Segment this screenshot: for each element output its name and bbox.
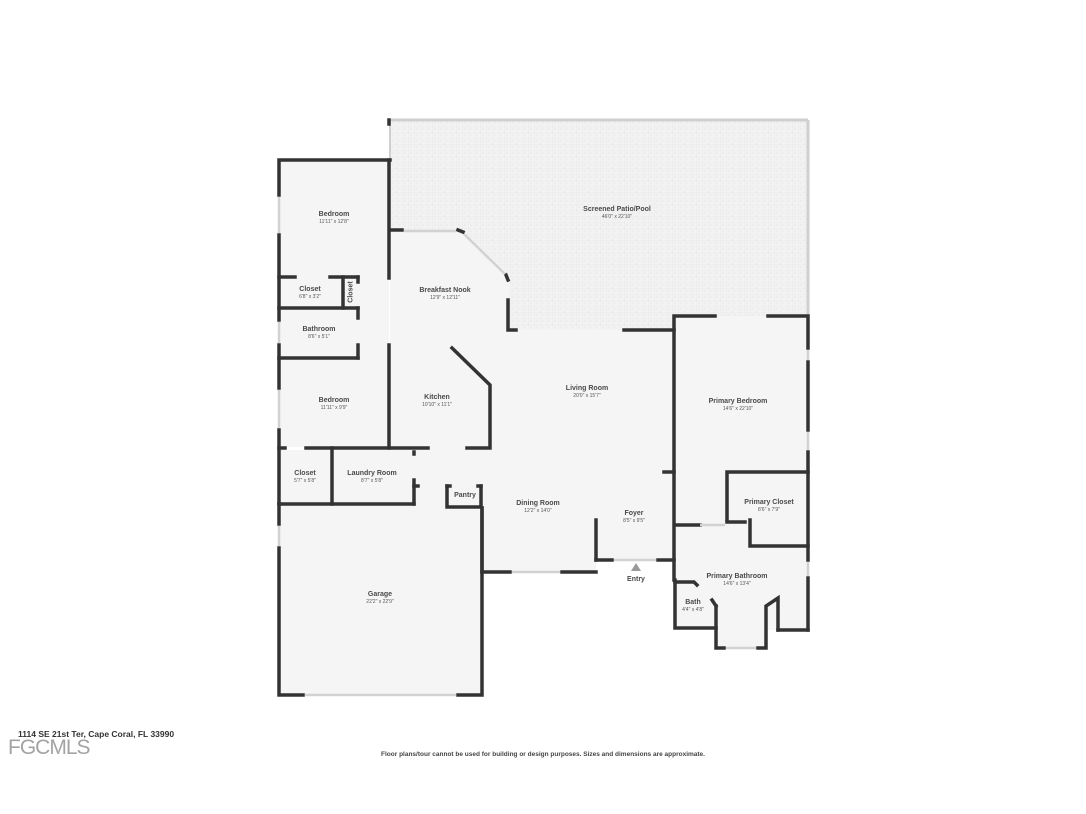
room-closet-1: Closet 6'8" x 3'2": [299, 285, 321, 301]
room-name: Primary Bedroom: [708, 398, 768, 405]
room-name: Bathroom: [302, 326, 336, 333]
room-patio: Screened Patio/Pool 46'0" x 22'10": [583, 205, 651, 221]
room-name: Bedroom: [318, 211, 350, 218]
room-garage: Garage 22'2" x 22'9": [366, 590, 393, 606]
room-bathroom: Bathroom 8'6" x 5'1": [302, 325, 335, 341]
room-dimensions: 14'6" x 13'4": [723, 581, 751, 587]
room-dimensions: 10'10" x 11'1": [422, 402, 452, 408]
room-primary-closet: Primary Closet 8'6" x 7'9": [744, 498, 793, 514]
room-name: Bath: [685, 599, 701, 606]
room-dimensions: 8'5" x 9'5": [623, 518, 645, 524]
room-name: Breakfast Nook: [419, 287, 471, 294]
room-closet-2: Closet 5'7" x 5'8": [294, 469, 316, 485]
entry-label: Entry: [627, 576, 645, 583]
room-dimensions: 46'0" x 22'10": [601, 214, 633, 220]
room-name: Living Room: [565, 385, 609, 392]
room-dimensions: 20'0" x 15'7": [573, 393, 601, 399]
room-dimensions: 12'2" x 14'0": [524, 508, 552, 514]
room-dimensions: 8'6" x 5'1": [308, 334, 330, 340]
room-dimensions: 6'8" x 3'2": [299, 294, 321, 300]
room-name: Primary Closet: [744, 499, 794, 506]
room-living: Living Room 20'0" x 15'7": [566, 384, 608, 400]
room-dimensions: 12'9" x 12'11": [430, 295, 460, 301]
room-dimensions: 11'11" x 9'9": [320, 405, 348, 411]
room-name: Foyer: [624, 510, 644, 517]
room-bedroom-2: Bedroom 11'11" x 9'9": [319, 396, 350, 412]
room-dimensions: 4'4" x 4'8": [682, 607, 704, 613]
room-dimensions: 5'7" x 5'8": [294, 478, 316, 484]
patio-area: [389, 118, 810, 330]
room-bath: Bath 4'4" x 4'8": [682, 598, 704, 614]
room-primary-bedroom: Primary Bedroom 14'6" x 22'10": [709, 397, 768, 413]
room-dining: Dining Room 12'2" x 14'0": [516, 499, 560, 515]
room-name: Bedroom: [318, 397, 350, 404]
room-pantry: Pantry: [454, 491, 476, 500]
room-name: Closet: [299, 286, 321, 293]
room-closet-small: Closet: [347, 281, 356, 302]
room-name: Garage: [367, 591, 393, 598]
room-dimensions: 8'7" x 5'8": [361, 478, 383, 484]
disclaimer-text: Floor plans/tour cannot be used for buil…: [381, 751, 705, 758]
room-bedroom-1: Bedroom 11'11" x 12'8": [319, 210, 350, 226]
room-kitchen: Kitchen 10'10" x 11'1": [422, 393, 452, 409]
room-dimensions: 22'2" x 22'9": [366, 599, 394, 605]
windows: [277, 197, 810, 697]
walls: [277, 118, 810, 697]
room-dimensions: 8'6" x 7'9": [758, 507, 780, 513]
property-address: 1114 SE 21st Ter, Cape Coral, FL 33990: [18, 729, 175, 739]
entry-arrow-icon: [631, 563, 641, 571]
room-name: Pantry: [454, 492, 476, 499]
room-name: Closet: [294, 470, 316, 477]
mls-watermark-logo: FGCMLS: [8, 736, 91, 759]
room-name: Screened Patio/Pool: [583, 206, 651, 213]
room-name: Dining Room: [516, 500, 560, 507]
room-name: Closet: [347, 281, 355, 303]
room-laundry: Laundry Room 8'7" x 5'8": [347, 469, 396, 485]
room-dimensions: 11'11" x 12'8": [319, 219, 349, 225]
room-name: Laundry Room: [347, 470, 397, 477]
room-breakfast-nook: Breakfast Nook 12'9" x 12'11": [419, 286, 470, 302]
room-foyer: Foyer 8'5" x 9'5": [623, 509, 645, 525]
room-name: Primary Bathroom: [706, 573, 768, 580]
room-dimensions: 14'6" x 22'10": [722, 406, 754, 412]
room-name: Kitchen: [424, 394, 450, 401]
room-primary-bathroom: Primary Bathroom 14'6" x 13'4": [706, 572, 767, 588]
